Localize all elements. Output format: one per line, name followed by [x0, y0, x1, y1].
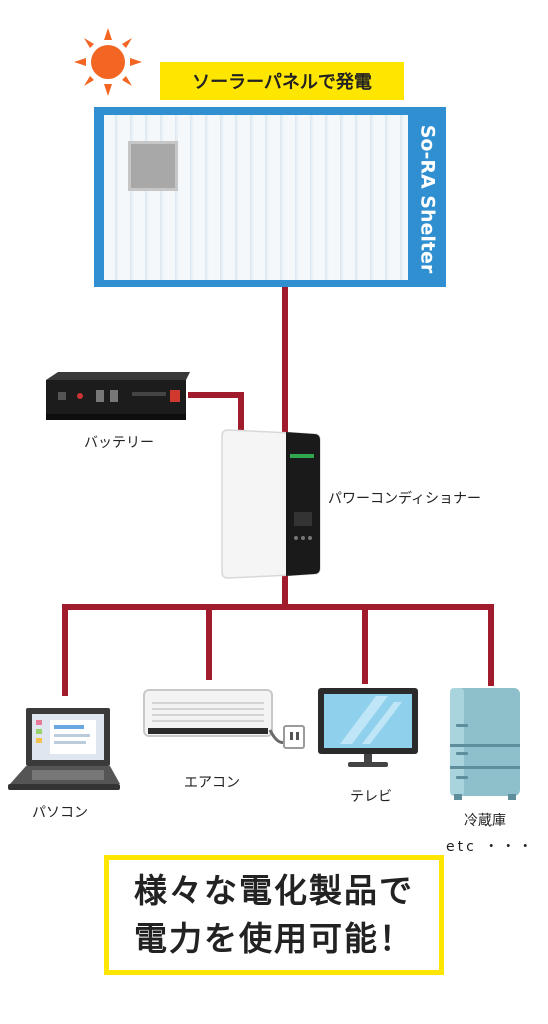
battery-icon — [46, 372, 190, 420]
wire-tv — [362, 604, 368, 684]
aircon-label: エアコン — [184, 775, 240, 791]
wire-battery-vertical — [238, 392, 244, 434]
wire-inverter-down — [282, 575, 288, 610]
inverter-icon — [221, 429, 321, 579]
tv-icon — [318, 688, 418, 767]
aircon-icon — [143, 689, 305, 749]
sun-icon — [74, 28, 142, 96]
shelter-brand-text: So-RA Shelter — [416, 124, 438, 274]
message-line-1: 様々な電化製品で — [134, 871, 414, 910]
wire-distribution-bus — [62, 604, 494, 610]
fridge-icon — [450, 688, 520, 800]
container-panels — [104, 115, 408, 280]
etc-label: etc ・・・ — [446, 839, 536, 855]
battery-label: バッテリー — [84, 435, 154, 451]
tv-label: テレビ — [350, 789, 392, 805]
laptop-icon — [8, 708, 120, 790]
wire-container-to-inverter — [282, 287, 288, 433]
laptop-label: パソコン — [32, 805, 88, 821]
wire-aircon — [206, 604, 212, 680]
wire-fridge — [488, 604, 494, 686]
container-window — [128, 141, 178, 191]
fridge-label: 冷蔵庫 — [464, 813, 506, 829]
shelter-container: So-RA Shelter — [94, 107, 446, 287]
solar-banner: ソーラーパネルで発電 — [160, 62, 404, 100]
appliances-message-box: 様々な電化製品で 電力を使用可能！ — [104, 855, 444, 975]
inverter-label: パワーコンディショナー — [328, 491, 482, 507]
shelter-brand: So-RA Shelter — [410, 119, 444, 279]
message-line-2: 電力を使用可能！ — [134, 919, 414, 958]
wire-battery-horizontal — [188, 392, 244, 398]
wire-laptop — [62, 604, 68, 696]
